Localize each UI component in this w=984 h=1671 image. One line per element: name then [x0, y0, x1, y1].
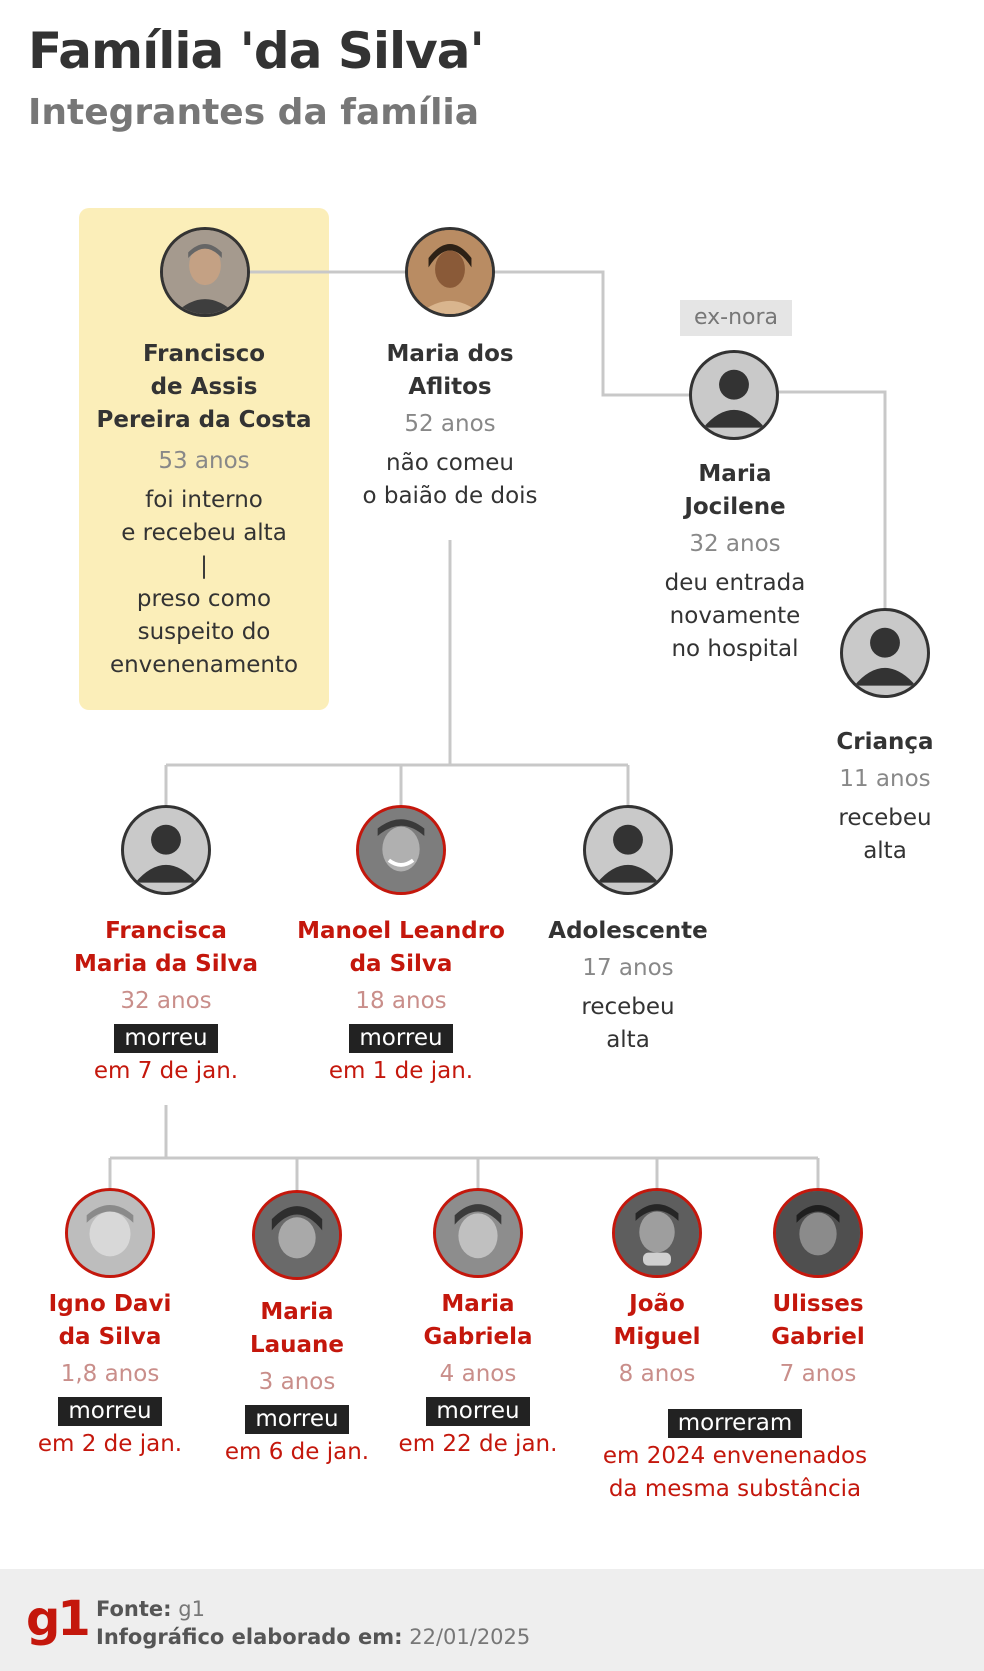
person-note: recebeu alta: [581, 994, 675, 1053]
person-photo-icon: [776, 1191, 860, 1275]
person-photo-icon: [408, 230, 492, 314]
source-label: Fonte:: [96, 1597, 172, 1621]
person-manoel: Manoel Leandro da Silva 18 anos morreu e…: [286, 915, 516, 1088]
person-note: não comeu o baião de dois: [362, 450, 538, 509]
person-joao: João Miguel 8 anos: [580, 1288, 734, 1391]
death-date: em 1 de jan.: [328, 1058, 474, 1084]
person-photo-icon: [163, 230, 247, 314]
avatar-manoel: [356, 805, 446, 895]
person-name: Maria Gabriela: [423, 1291, 533, 1350]
person-silhouette-icon: [597, 824, 659, 883]
person-silhouette-icon: [854, 627, 916, 686]
person-photo-icon: [255, 1193, 339, 1277]
person-name: Francisca Maria da Silva: [74, 918, 258, 977]
death-badge: morreu: [349, 1024, 453, 1053]
made-line: Infográfico elaborado em: 22/01/2025: [96, 1625, 530, 1649]
avatar-maria-jocilene: [689, 350, 779, 440]
person-note: deu entrada novamente no hospital: [664, 570, 806, 662]
person-lauane: Maria Lauane 3 anos morreu em 6 de jan.: [206, 1296, 388, 1469]
person-age: 32 anos: [689, 531, 781, 557]
person-name: Francisco de Assis Pereira da Costa: [96, 341, 312, 433]
death-date: em 22 de jan.: [398, 1431, 558, 1457]
person-name: Igno Davi da Silva: [48, 1291, 172, 1350]
avatar-maria-aflitos: [405, 227, 495, 317]
person-francisca: Francisca Maria da Silva 32 anos morreu …: [56, 915, 276, 1088]
page-title: Família 'da Silva': [28, 22, 485, 80]
avatar-gabriela: [433, 1188, 523, 1278]
death-badge: morreu: [426, 1397, 530, 1426]
death-badge: morreu: [58, 1397, 162, 1426]
source-value: g1: [178, 1597, 205, 1621]
avatar-lauane: [252, 1190, 342, 1280]
avatar-igno: [65, 1188, 155, 1278]
person-age: 52 anos: [404, 411, 496, 437]
person-age: 8 anos: [618, 1361, 696, 1387]
person-note: recebeu alta: [838, 805, 932, 864]
person-photo-icon: [436, 1191, 520, 1275]
person-joao-ulisses-status: morreram em 2024 envenenados da mesma su…: [585, 1403, 885, 1506]
person-photo-icon: [359, 808, 443, 892]
death-date: em 7 de jan.: [93, 1058, 239, 1084]
person-name: Maria Jocilene: [684, 461, 786, 520]
person-age: 11 anos: [839, 766, 931, 792]
footer: g1 Fonte: g1 Infográfico elaborado em: 2…: [0, 1569, 984, 1671]
person-age: 1,8 anos: [60, 1361, 160, 1387]
person-age: 32 anos: [120, 988, 212, 1014]
avatar-joao: [612, 1188, 702, 1278]
avatar-adolescente: [583, 805, 673, 895]
exnora-connector: [450, 270, 735, 397]
death-date: em 2024 envenenados da mesma substância: [602, 1443, 868, 1502]
person-age: 4 anos: [439, 1361, 517, 1387]
person-name: João Miguel: [613, 1291, 701, 1350]
ex-nora-tag: ex-nora: [680, 300, 792, 336]
person-adolescente: Adolescente 17 anos recebeu alta: [538, 915, 718, 1057]
person-note: foi interno e recebeu alta | preso como …: [109, 487, 299, 678]
person-maria-jocilene: Maria Jocilene 32 anos deu entrada novam…: [620, 458, 850, 666]
source-line: Fonte: g1: [96, 1597, 205, 1621]
avatar-crianca: [840, 608, 930, 698]
person-photo-icon: [615, 1191, 699, 1275]
person-igno: Igno Davi da Silva 1,8 anos morreu em 2 …: [22, 1288, 198, 1461]
death-date: em 6 de jan.: [224, 1439, 370, 1465]
person-silhouette-icon: [703, 369, 765, 428]
death-badge: morreu: [245, 1405, 349, 1434]
person-age: 17 anos: [582, 955, 674, 981]
person-name: Maria dos Aflitos: [386, 341, 514, 400]
person-photo-icon: [68, 1191, 152, 1275]
avatar-ulisses: [773, 1188, 863, 1278]
made-value: 22/01/2025: [409, 1625, 531, 1649]
person-ulisses: Ulisses Gabriel 7 anos: [738, 1288, 898, 1391]
person-crianca: Criança 11 anos recebeu alta: [800, 726, 970, 868]
person-name: Manoel Leandro da Silva: [297, 918, 505, 977]
person-silhouette-icon: [135, 824, 197, 883]
person-age: 7 anos: [779, 1361, 857, 1387]
page-subtitle: Integrantes da família: [28, 92, 480, 133]
death-badge: morreu: [114, 1024, 218, 1053]
g1-logo: g1: [26, 1591, 91, 1647]
avatar-francisca: [121, 805, 211, 895]
person-name: Adolescente: [548, 918, 708, 944]
person-age: 18 anos: [355, 988, 447, 1014]
person-maria-aflitos: Maria dos Aflitos 52 anos não comeu o ba…: [330, 338, 570, 513]
person-age: 3 anos: [258, 1369, 336, 1395]
exnora-child-connector: [735, 390, 887, 655]
person-francisco-assis: Francisco de Assis Pereira da Costa 53 a…: [79, 338, 329, 682]
death-badge: morreram: [667, 1409, 803, 1438]
death-date: em 2 de jan.: [37, 1431, 183, 1457]
person-name: Ulisses Gabriel: [771, 1291, 865, 1350]
avatar-francisco-assis: [160, 227, 250, 317]
person-age: 53 anos: [158, 448, 250, 474]
person-name: Criança: [836, 729, 934, 755]
person-gabriela: Maria Gabriela 4 anos morreu em 22 de ja…: [388, 1288, 568, 1461]
made-label: Infográfico elaborado em:: [96, 1625, 403, 1649]
person-name: Maria Lauane: [249, 1299, 345, 1358]
